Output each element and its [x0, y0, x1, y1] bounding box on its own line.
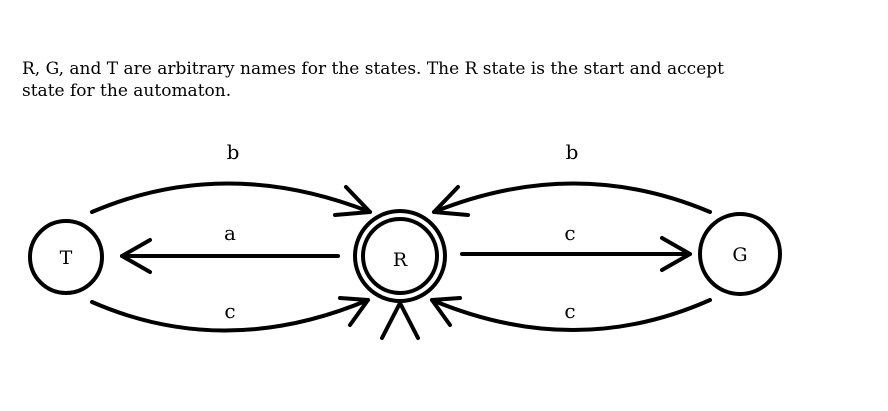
- edge-g-to-r-bottom: [430, 298, 712, 332]
- arrowhead-t-to-r-bottom: [338, 296, 370, 327]
- state-r-outer-circle: [353, 209, 447, 303]
- arrowhead-t-to-r-top: [333, 185, 372, 217]
- caption-line-1: R, G, and T are arbitrary names for the …: [22, 59, 724, 79]
- label-r-to-g-mid: c: [564, 221, 575, 245]
- label-g-to-r-top: b: [566, 140, 579, 164]
- state-r-label: R: [393, 249, 408, 271]
- edge-g-to-r-top: [432, 181, 712, 214]
- label-t-to-r-bottom: c: [224, 299, 235, 323]
- caption: R, G, and T are arbitrary names for the …: [22, 58, 782, 102]
- state-g-circle: [698, 212, 782, 296]
- state-r-inner-circle: [361, 217, 439, 295]
- arrowhead-r-to-g-mid: [660, 236, 692, 272]
- edge-t-to-r-bottom: [90, 298, 370, 333]
- arrowhead-g-to-r-bottom: [430, 296, 462, 327]
- edge-t-to-r-top: [90, 181, 372, 214]
- state-t-circle: [28, 219, 104, 295]
- label-r-to-t-mid: a: [224, 221, 236, 245]
- label-g-to-r-bottom: c: [564, 299, 575, 323]
- caption-line-2: state for the automaton.: [22, 81, 232, 101]
- label-t-to-r-top: b: [227, 140, 240, 164]
- state-g-label: G: [732, 244, 747, 266]
- start-arrowhead: [380, 301, 420, 340]
- arrowhead-r-to-t-mid: [120, 238, 152, 274]
- state-t-label: T: [60, 247, 73, 269]
- arrowhead-g-to-r-top: [432, 185, 470, 217]
